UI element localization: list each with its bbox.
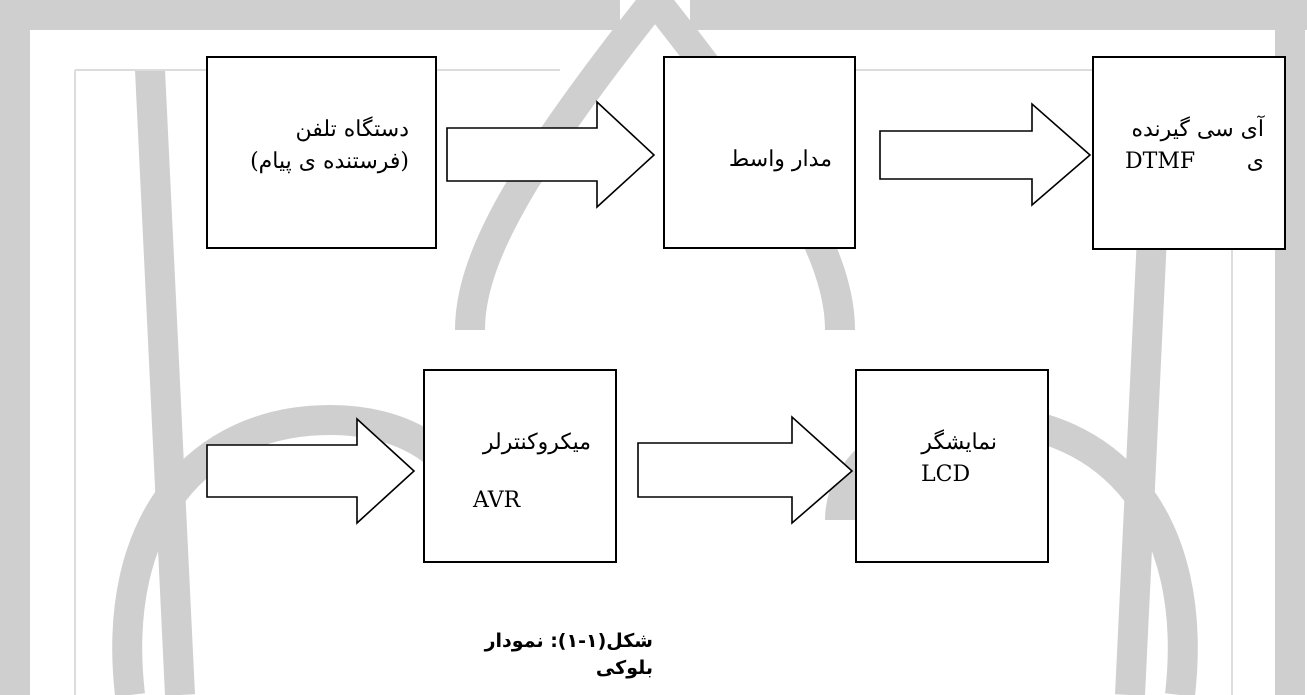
block-dtmf-line1: آی سی گیرنده [1131,117,1264,142]
block-dtmf-line2-en: DTMF [1125,149,1196,174]
block-phone-line2: (فرستنده ی پیام) [250,149,409,174]
arrow-phone-to-interface [446,100,656,209]
block-interface-label: مدار واسط [728,147,832,172]
block-mcu-line1: میکروکنترلر [482,430,591,455]
arrow-into-mcu [206,417,416,525]
figure-caption-line2: بلوکی [595,657,653,679]
arrow-mcu-to-display [637,415,854,525]
figure-caption-line1: شکل(۱-۱): نمودار [484,630,653,652]
block-mcu-line2: AVR [473,488,521,513]
block-dtmf-line2-fa: ی [1246,149,1264,174]
block-display-line2: LCD [921,462,971,487]
arrow-interface-to-dtmf [879,102,1092,207]
block-dtmf: آی سی گیرنده DTMF ی [1092,56,1286,250]
block-mcu: میکروکنترلر AVR [423,369,617,563]
block-interface: مدار واسط [663,56,856,249]
block-phone: دستگاه تلفن (فرستنده ی پیام) [206,56,437,249]
block-display: نمایشگر LCD [855,369,1049,563]
block-display-line1: نمایشگر [921,430,997,455]
block-phone-line1: دستگاه تلفن [295,117,409,142]
